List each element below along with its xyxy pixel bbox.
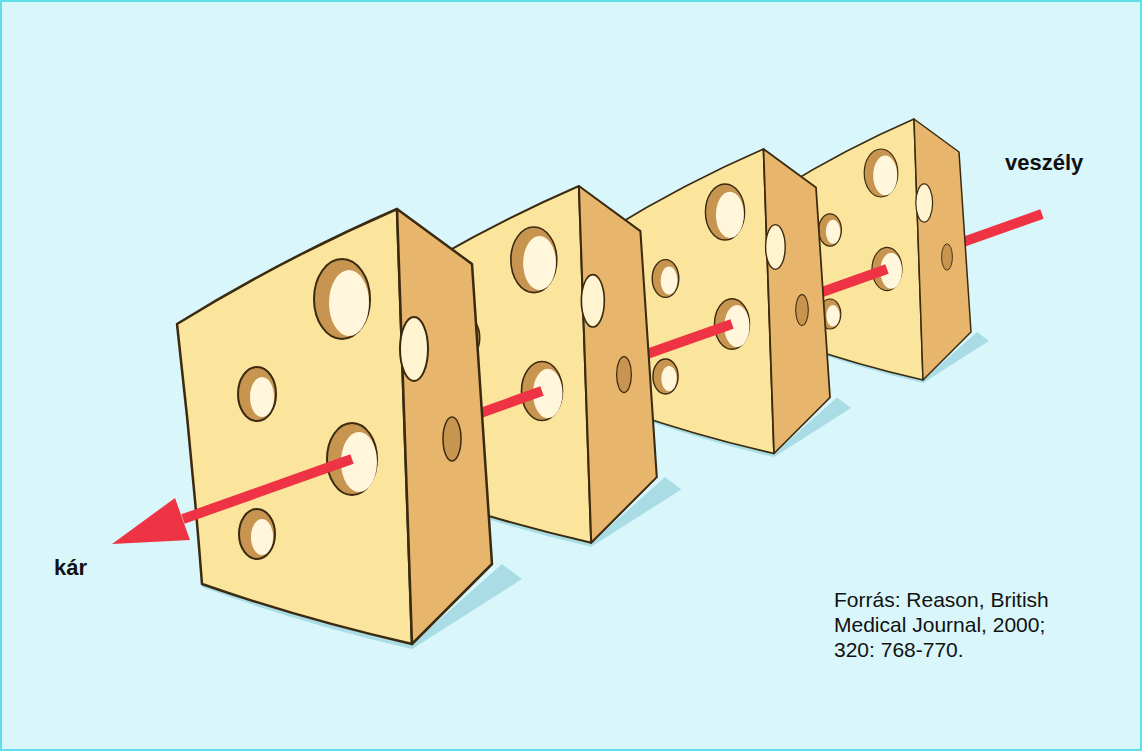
- cheese-slice: [177, 209, 522, 649]
- arrow-shaft: [183, 459, 352, 519]
- source-note: Forrás: Reason, British Medical Journal,…: [834, 587, 1079, 662]
- harm-label: kár: [54, 555, 87, 581]
- arrow-head: [112, 498, 190, 544]
- hazard-label: veszély: [1005, 150, 1083, 176]
